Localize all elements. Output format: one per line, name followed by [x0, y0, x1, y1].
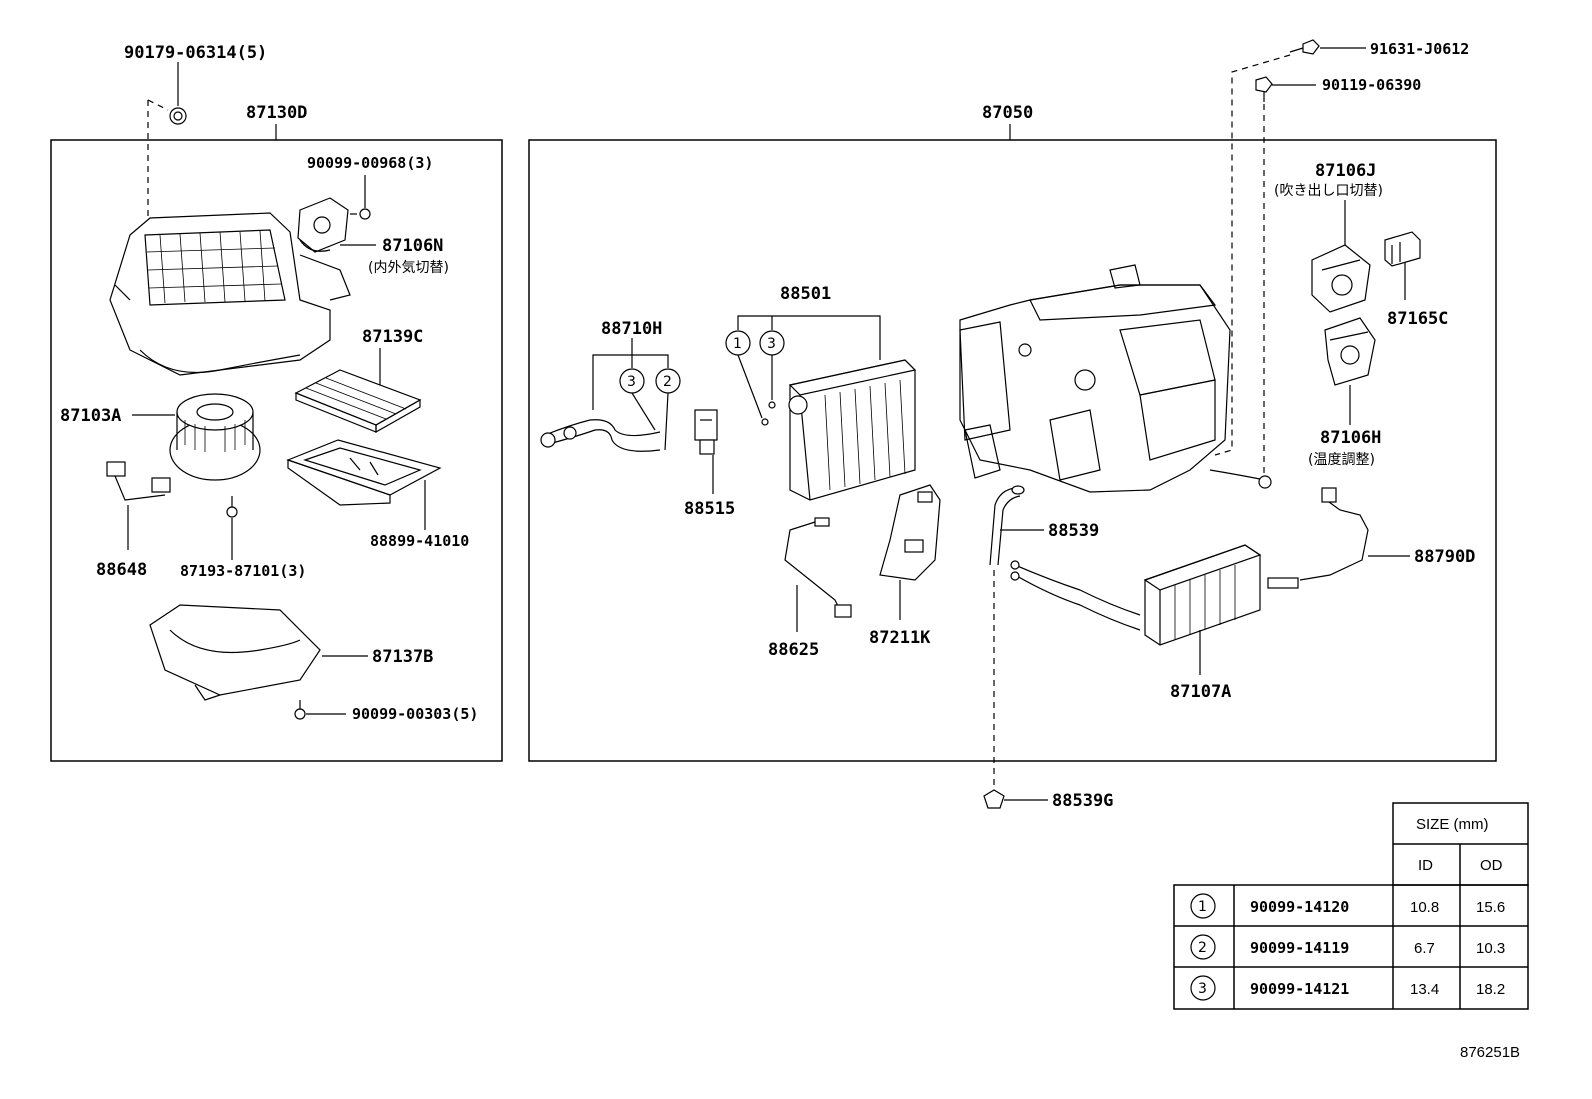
- harness-88648-part: [106, 461, 171, 501]
- svg-text:3: 3: [767, 336, 776, 352]
- label-87106J[interactable]: 87106J: [1315, 161, 1376, 181]
- actuator-87106H-part: [1324, 317, 1376, 386]
- label-90179[interactable]: 90179-06314(5): [124, 43, 267, 63]
- label-88790D[interactable]: 88790D: [1414, 547, 1475, 567]
- callout-2: 2: [655, 368, 681, 394]
- label-88710H[interactable]: 88710H: [601, 319, 662, 339]
- label-87106N-note: (内外気切替): [368, 260, 449, 276]
- document-id: 876251B: [1460, 1044, 1520, 1061]
- callout-3: 3: [759, 330, 785, 356]
- size-header: SIZE (mm): [1416, 816, 1489, 833]
- label-88501[interactable]: 88501: [780, 284, 831, 304]
- screw-icon: [294, 700, 306, 720]
- label-88515[interactable]: 88515: [684, 499, 735, 519]
- blower-motor-part: [169, 393, 261, 481]
- sensor-88790D-part: [1267, 487, 1369, 589]
- row-od: 10.3: [1476, 940, 1505, 957]
- label-88539G[interactable]: 88539G: [1052, 791, 1113, 811]
- label-91631[interactable]: 91631-J0612: [1370, 40, 1469, 58]
- screw-icon: [1289, 39, 1320, 55]
- label-87193[interactable]: 87193-87101(3): [180, 562, 306, 580]
- label-87130D[interactable]: 87130D: [246, 103, 307, 123]
- label-87165C[interactable]: 87165C: [1387, 309, 1448, 329]
- col-od-header: OD: [1480, 857, 1503, 874]
- table-row: 2 90099-14119 6.7 10.3: [1190, 934, 1505, 960]
- label-88648[interactable]: 88648: [96, 560, 147, 580]
- label-88625[interactable]: 88625: [768, 640, 819, 660]
- label-87137B[interactable]: 87137B: [372, 647, 433, 667]
- label-90099-00968[interactable]: 90099-00968(3): [307, 154, 433, 172]
- nut-icon: [169, 107, 187, 125]
- label-87211K[interactable]: 87211K: [869, 628, 931, 648]
- col-id-header: ID: [1418, 857, 1433, 874]
- svg-text:3: 3: [627, 374, 636, 390]
- heater-core-87107A-part: [1010, 544, 1262, 646]
- lower-case-87137B-part: [149, 604, 321, 701]
- svg-text:1: 1: [733, 336, 742, 352]
- row-part-number: 90099-14119: [1250, 939, 1349, 957]
- row-part-number: 90099-14120: [1250, 898, 1349, 916]
- drain-hose-88539-part: [989, 485, 1025, 566]
- label-88899[interactable]: 88899-41010: [370, 532, 469, 550]
- svg-text:2: 2: [1198, 940, 1207, 956]
- screw-icon: [1255, 76, 1273, 102]
- svg-text:2: 2: [663, 374, 672, 390]
- row-od: 18.2: [1476, 981, 1505, 998]
- label-87106H-note: (温度調整): [1308, 452, 1375, 468]
- label-87107A[interactable]: 87107A: [1170, 682, 1231, 702]
- label-87103A[interactable]: 87103A: [60, 406, 121, 426]
- svg-text:1: 1: [1198, 899, 1207, 915]
- resistor-87165C-part: [1384, 231, 1421, 267]
- label-87050[interactable]: 87050: [982, 103, 1033, 123]
- label-87106N[interactable]: 87106N: [382, 236, 443, 256]
- row-od: 15.6: [1476, 899, 1505, 916]
- label-87106J-note: (吹き出し口切替): [1274, 183, 1383, 199]
- filter-case-88899-part: [286, 439, 442, 506]
- valve-88515-part: [694, 409, 718, 455]
- heater-unit-87050-part: [959, 264, 1272, 493]
- label-87139C[interactable]: 87139C: [362, 327, 423, 347]
- sensor-88625-part: [784, 517, 852, 618]
- callout-1: 1: [725, 330, 751, 356]
- table-row: 1 90099-14120 10.8 15.6: [1190, 893, 1505, 919]
- screw-icon: [350, 208, 371, 220]
- label-87106H[interactable]: 87106H: [1320, 428, 1381, 448]
- row-id: 6.7: [1414, 940, 1435, 957]
- actuator-87106N-part: [297, 197, 349, 253]
- row-id: 13.4: [1410, 981, 1439, 998]
- callout-3: 3: [619, 368, 645, 394]
- row-part-number: 90099-14121: [1250, 980, 1349, 998]
- pipe-88710H-part: [540, 419, 661, 452]
- filter-87139C-part: [294, 369, 422, 434]
- label-90119[interactable]: 90119-06390: [1322, 76, 1421, 94]
- svg-text:3: 3: [1198, 981, 1207, 997]
- actuator-87106J-part: [1311, 244, 1371, 313]
- table-row: 3 90099-14121 13.4 18.2: [1190, 975, 1505, 1001]
- heater-assembly-box: [528, 139, 1497, 762]
- duct-87211K-part: [879, 484, 941, 581]
- evaporator-88501-part: [788, 359, 917, 501]
- label-88539[interactable]: 88539: [1048, 521, 1099, 541]
- screw-icon: [226, 496, 238, 518]
- row-id: 10.8: [1410, 899, 1439, 916]
- blower-case-part: [109, 212, 351, 376]
- size-table: SIZE (mm) ID OD 1 90099-14120 10.8 15.6 …: [1173, 802, 1529, 1010]
- grommet-88539G-part: [983, 789, 1005, 809]
- label-90099-00303[interactable]: 90099-00303(5): [352, 705, 478, 723]
